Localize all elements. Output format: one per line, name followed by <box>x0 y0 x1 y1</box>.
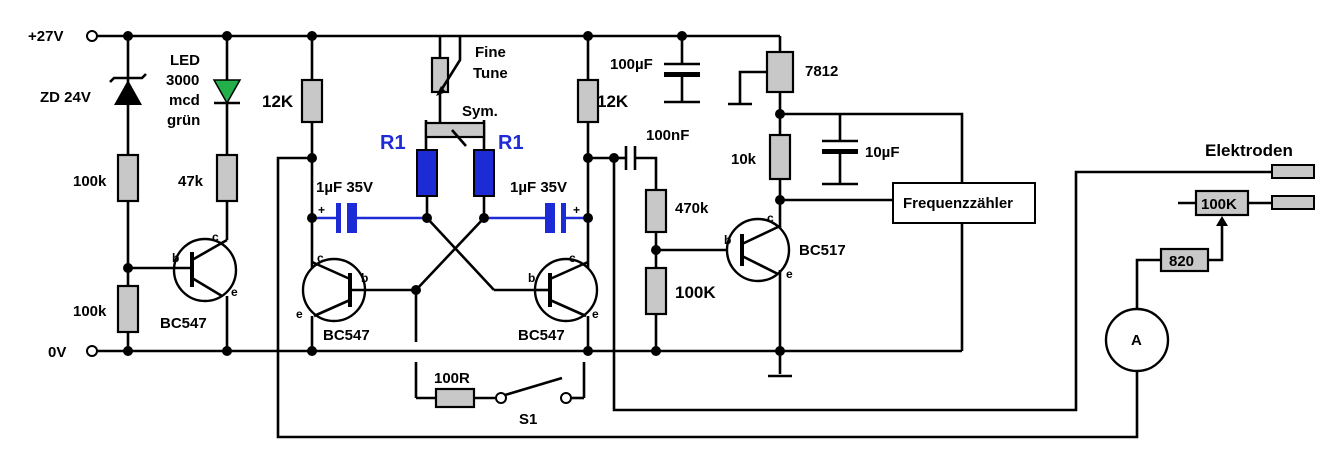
label-bc517: BC517 <box>799 242 846 259</box>
terminal-27v <box>86 30 98 42</box>
label-c-bc517: c <box>767 211 774 225</box>
resistor-100r <box>434 387 476 409</box>
resistor-820 <box>1159 247 1210 273</box>
resistor-r1-right <box>473 149 495 197</box>
label-100k-right: 100K <box>675 283 716 302</box>
label-frequenzzaehler: Frequenzzähler <box>903 195 1013 212</box>
label-s1: S1 <box>519 411 537 428</box>
potentiometer-100k <box>1194 189 1250 217</box>
label-c-left: c <box>212 230 219 244</box>
label-100k-bottom: 100k <box>73 303 107 320</box>
label-r1-left: R1 <box>380 132 406 154</box>
power-rails: +27V 0V <box>28 28 962 361</box>
label-100nf: 100nF <box>646 127 689 144</box>
transistor-bc547-left <box>172 237 238 303</box>
label-10k: 10k <box>731 151 757 168</box>
label-plus-right: + <box>573 203 580 217</box>
label-tune: Tune <box>473 65 508 82</box>
zener-diode <box>114 80 142 105</box>
label-zener: ZD 24V <box>40 89 91 106</box>
label-10uf: 10µF <box>865 144 900 161</box>
label-820: 820 <box>1169 253 1194 270</box>
label-47k: 47k <box>178 173 204 190</box>
label-r1-right: R1 <box>498 132 524 154</box>
resistor-470k <box>644 188 668 234</box>
label-27v: +27V <box>28 28 63 45</box>
label-b-osc-left: b <box>361 271 368 285</box>
resistor-100k-right <box>644 266 668 316</box>
label-100r: 100R <box>434 370 470 387</box>
oscillator-section: 12K 12K Fine Tune Sym. R1 R1 + 1µF 35V <box>262 36 1139 439</box>
resistor-47k <box>215 153 239 203</box>
resistor-100k-top <box>116 153 140 203</box>
label-cap-left: 1µF 35V <box>316 179 373 196</box>
label-sym: Sym. <box>462 103 498 120</box>
label-led-1: LED <box>170 52 200 69</box>
label-7812: 7812 <box>805 63 838 80</box>
label-c-osc-right: c <box>569 251 576 265</box>
label-100k-top: 100k <box>73 173 107 190</box>
electrode-top <box>1271 164 1315 179</box>
junction-dots <box>123 31 785 356</box>
regulator-7812 <box>765 50 795 94</box>
label-cap-right: 1µF 35V <box>510 179 567 196</box>
ammeter <box>1104 307 1170 373</box>
label-bc547-osc-right: BC547 <box>518 327 565 344</box>
potentiometer-sym <box>424 121 486 139</box>
potentiometer-fine-tune <box>430 56 450 94</box>
label-fine: Fine <box>475 44 506 61</box>
label-pot-100k: 100K <box>1201 196 1237 213</box>
label-0v: 0V <box>48 344 66 361</box>
label-e-left: e <box>231 285 238 299</box>
label-e-osc-left: e <box>296 307 303 321</box>
label-meter: A <box>1131 332 1142 349</box>
label-c-osc-left: c <box>317 251 324 265</box>
label-plus-left: + <box>318 203 325 217</box>
label-b-left: b <box>172 251 179 265</box>
label-100uf: 100µF <box>610 56 653 73</box>
left-section: ZD 24V 100k 100k LED 3000 mcd grün 47k b… <box>40 36 242 351</box>
resistor-100k-bottom <box>116 284 140 334</box>
electrode-bottom <box>1271 195 1315 210</box>
label-led-4: grün <box>167 112 200 129</box>
label-12k-left: 12K <box>262 92 294 111</box>
resistor-10k <box>768 133 792 181</box>
resistor-r1-left <box>416 149 438 197</box>
label-b-bc517: b <box>724 233 731 247</box>
label-b-osc-right: b <box>528 271 535 285</box>
label-e-osc-right: e <box>592 307 599 321</box>
resistor-12k-right <box>576 78 600 124</box>
label-led-3: mcd <box>169 92 200 109</box>
resistor-12k-left <box>300 78 324 124</box>
label-e-bc517: e <box>786 267 793 281</box>
label-led-2: 3000 <box>166 72 199 89</box>
label-bc547-left: BC547 <box>160 315 207 332</box>
label-bc547-osc-left: BC547 <box>323 327 370 344</box>
label-elektroden: Elektroden <box>1205 141 1293 160</box>
led-green <box>212 79 242 105</box>
label-470k: 470k <box>675 200 709 217</box>
terminal-0v <box>86 345 98 357</box>
frequency-counter-box <box>892 182 1036 224</box>
label-12k-right: 12K <box>597 92 629 111</box>
right-section: 100µF 7812 10µF 10k Frequenzzähler 100nF… <box>588 36 1315 412</box>
